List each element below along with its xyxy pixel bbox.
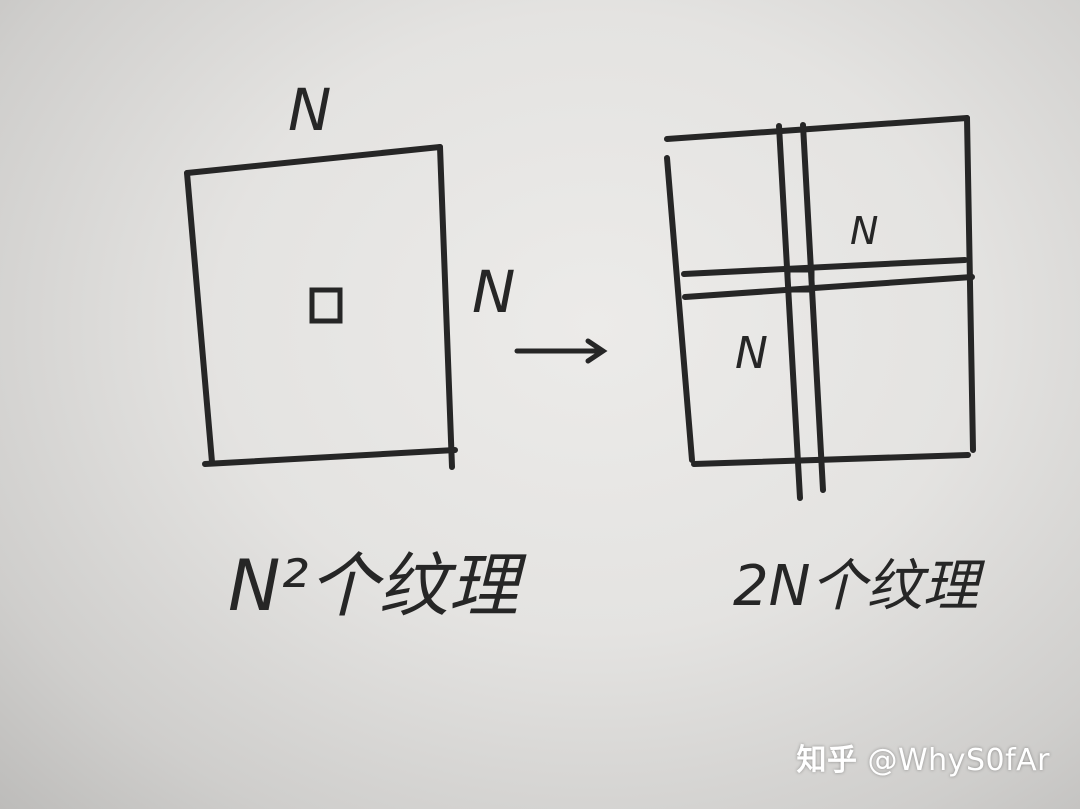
watermark-brand: 知乎: [796, 743, 858, 778]
left-grid-square: [184, 144, 458, 470]
right-column-strip: [776, 122, 826, 501]
right-row-strip: [681, 257, 975, 300]
left-top-label: N: [288, 76, 331, 144]
left-caption: N²个纹理: [228, 545, 527, 627]
left-single-cell: [309, 287, 343, 324]
left-side-label: N: [472, 258, 515, 326]
watermark-handle: @WhyS0fAr: [867, 743, 1050, 778]
arrow-right: [514, 338, 608, 364]
right-top-label: N: [850, 209, 878, 253]
right-caption: 2N个纹理: [733, 554, 986, 619]
right-left-label: N: [735, 328, 768, 379]
zhihu-watermark: 知乎 @WhyS0fAr: [797, 735, 1050, 779]
right-shared-cell: [785, 267, 815, 293]
right-grid-square: [664, 115, 976, 467]
